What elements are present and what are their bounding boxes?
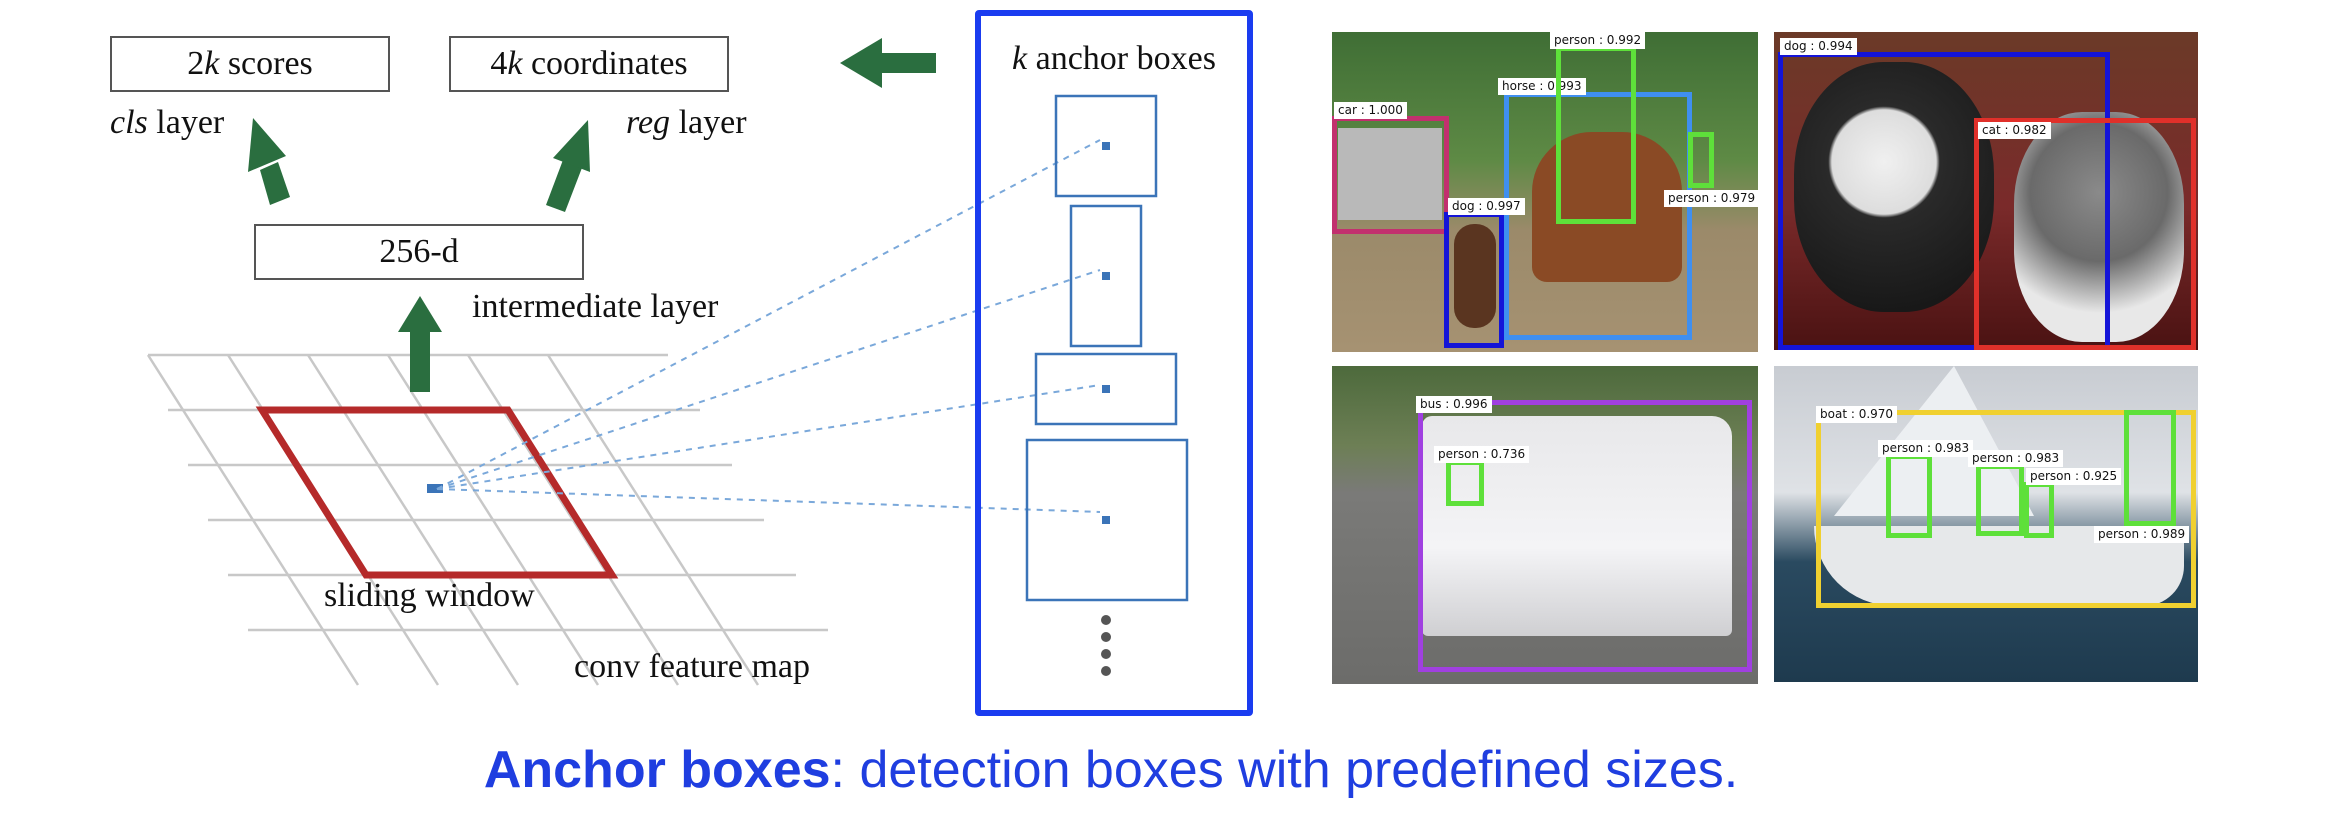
det-box-horse [1504, 92, 1692, 340]
anchor-boxes-panel: k anchor boxes [975, 10, 1253, 716]
cls-layer-label: cls layer [110, 104, 224, 142]
det-tag-car: car : 1.000 [1334, 102, 1407, 119]
scores-prefix: 2 [187, 45, 205, 82]
det-tag-dog: dog : 0.994 [1780, 38, 1857, 55]
det-box-car [1332, 116, 1449, 234]
anchor-box-square-large [1025, 438, 1189, 602]
caption-bold: Anchor boxes [483, 741, 831, 799]
left-arrow-icon [840, 38, 936, 88]
det-box-person-2 [1976, 464, 2024, 536]
up-arrow-icon [248, 118, 290, 205]
intermediate-layer-label: intermediate layer [472, 288, 719, 325]
det-tag-person-small: person : 0.979 [1664, 190, 1758, 207]
anchor-box-wide [1034, 352, 1178, 426]
reg-italic: reg [626, 104, 671, 141]
slide-caption: Anchor boxes: detection boxes with prede… [0, 740, 2222, 800]
det-tag-person-1: person : 0.983 [1878, 440, 1974, 457]
det-box-person [1446, 460, 1484, 506]
sliding-window-outline [255, 406, 619, 579]
dog-image [1454, 224, 1496, 328]
anchor-box-tall [1069, 204, 1143, 348]
conv-feature-map-label: conv feature map [574, 648, 810, 685]
det-tag-person-rider: person : 0.992 [1550, 32, 1646, 49]
det-box-person-small [1688, 132, 1714, 188]
det-box-cat [1974, 118, 2196, 350]
caption-rest: : detection boxes with predefined sizes. [830, 741, 1739, 799]
cls-italic: cls [110, 104, 148, 141]
ellipsis-dots-icon [1101, 615, 1111, 676]
anchor-link-line [436, 488, 1101, 513]
det-tag-person-3: person : 0.925 [2026, 468, 2122, 485]
anchor-title-rest: anchor boxes [1027, 40, 1216, 77]
anchor-link-line [436, 139, 1101, 490]
det-tag-horse: horse : 0.993 [1498, 78, 1586, 95]
det-tag-person-4: person : 0.989 [2094, 526, 2190, 543]
det-box-person-3 [2024, 482, 2054, 538]
conv-feature-map-grid [146, 38, 1101, 686]
anchor-boxes-title: k anchor boxes [981, 40, 1247, 78]
anchor-center-point [1102, 272, 1110, 280]
anchor-shapes [1025, 94, 1189, 676]
detection-photo-horse: car : 1.000 horse : 0.993 person : 0.992… [1332, 32, 1758, 352]
intermediate-256d-box: 256-d [254, 224, 584, 280]
up-arrow-icon [546, 120, 590, 212]
reg-layer-label: reg layer [626, 104, 747, 142]
coords-prefix: 4 [490, 45, 508, 82]
det-box-boat [1816, 410, 2196, 608]
anchor-link-line [436, 269, 1101, 490]
anchor-link-line [436, 384, 1101, 490]
det-tag-dog: dog : 0.997 [1448, 198, 1525, 215]
det-tag-bus: bus : 0.996 [1416, 396, 1492, 413]
up-arrow-icon [398, 296, 442, 392]
det-tag-person: person : 0.736 [1434, 446, 1530, 463]
det-box-person-4 [2124, 410, 2176, 526]
det-tag-person-2: person : 0.983 [1968, 450, 2064, 467]
det-box-person-1 [1886, 454, 1932, 538]
anchor-center-point [1102, 516, 1110, 524]
detection-photo-boat: boat : 0.970 person : 0.983 person : 0.9… [1774, 366, 2198, 682]
det-tag-cat: cat : 0.982 [1978, 122, 2051, 139]
scores-suffix: scores [219, 45, 313, 82]
sliding-window-label: sliding window [324, 577, 535, 614]
det-box-dog [1444, 212, 1504, 348]
cat-image [2014, 112, 2184, 342]
det-box-person-rider [1556, 46, 1636, 224]
anchor-title-k: k [1012, 40, 1028, 77]
anchor-box-square-small [1054, 94, 1158, 198]
detection-photo-dog-cat: dog : 0.994 cat : 0.982 [1774, 32, 2198, 350]
det-box-bus [1418, 400, 1752, 672]
intermediate-box-text: 256-d [379, 233, 459, 270]
reg-rest: layer [670, 104, 747, 141]
window-center-point [427, 484, 443, 493]
detection-photo-bus: bus : 0.996 person : 0.736 [1332, 366, 1758, 684]
scores-k: k [204, 45, 220, 82]
det-tag-boat: boat : 0.970 [1816, 406, 1898, 423]
anchor-center-point [1102, 385, 1110, 393]
coords-k: k [507, 45, 523, 82]
cls-rest: layer [147, 104, 225, 141]
anchor-center-point [1102, 142, 1110, 150]
det-box-dog [1778, 52, 2110, 350]
coords-suffix: coordinates [522, 45, 688, 82]
dog-image [1794, 62, 1994, 312]
car-image [1338, 128, 1442, 220]
